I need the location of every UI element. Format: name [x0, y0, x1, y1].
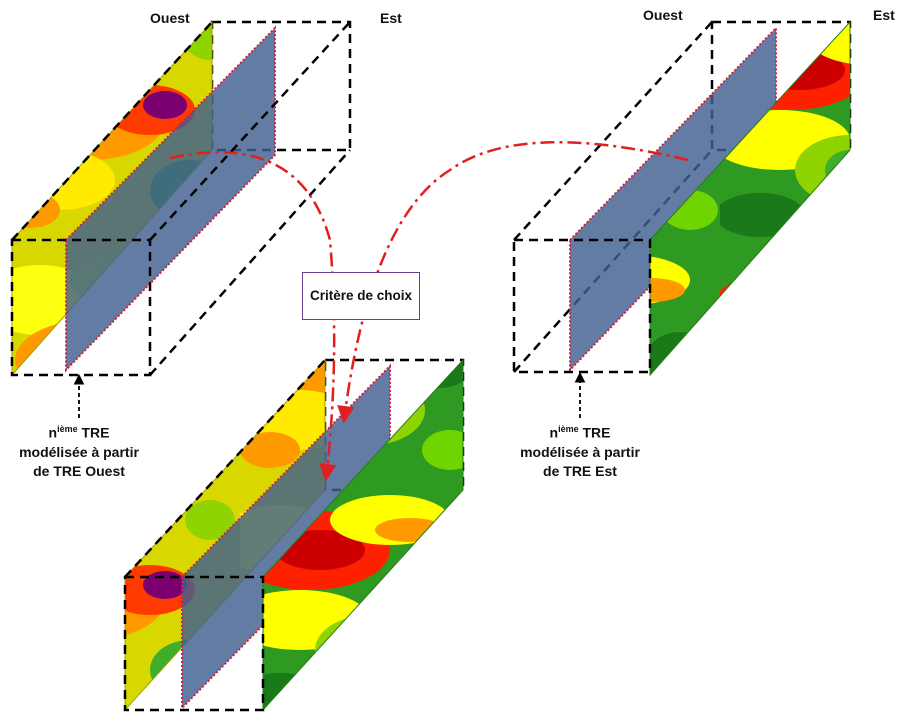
west-cube-edge: [149, 149, 351, 376]
west-slice: [65, 25, 276, 373]
combined-cube-front: [123, 575, 265, 712]
east-cube-back: [710, 20, 852, 152]
east-label-right: Est: [873, 7, 895, 23]
west-cube-edge: [149, 21, 351, 241]
combined-cube-back: [323, 358, 465, 492]
east-caption: nième TRE modélisée à partir de TRE Est: [516, 420, 644, 481]
combined-model-block: [123, 358, 465, 712]
east-caption-line2: modélisée à partir: [520, 443, 640, 460]
west-label-left: Ouest: [150, 10, 190, 26]
criterion-text: Critère de choix: [309, 288, 413, 303]
west-cube-back: [210, 20, 352, 152]
east-cube-edge: [513, 21, 713, 241]
west-cube-edge: [11, 21, 213, 241]
west-caption-line2: modélisée à partir: [19, 443, 139, 460]
west-to-criterion-arrow: [169, 151, 337, 482]
east-cube-front: [512, 238, 652, 374]
west-model-block: [10, 20, 352, 377]
east-slice: [569, 25, 777, 373]
west-caption-line3: de TRE Ouest: [33, 462, 125, 479]
west-caption-line1: nième TRE: [48, 424, 110, 441]
west-label-right: Ouest: [643, 7, 683, 23]
east-caption-line1: nième TRE: [549, 424, 611, 441]
criterion-box: Critère de choix: [302, 272, 420, 320]
east-model-block: [512, 20, 852, 377]
east-label-left: Est: [380, 10, 402, 26]
east-caption-line3: de TRE Est: [543, 462, 617, 479]
combined-cube-edge: [124, 359, 326, 578]
west-cube-front: [10, 238, 152, 377]
west-caption: nième TRE modélisée à partir de TRE Oues…: [15, 420, 143, 481]
